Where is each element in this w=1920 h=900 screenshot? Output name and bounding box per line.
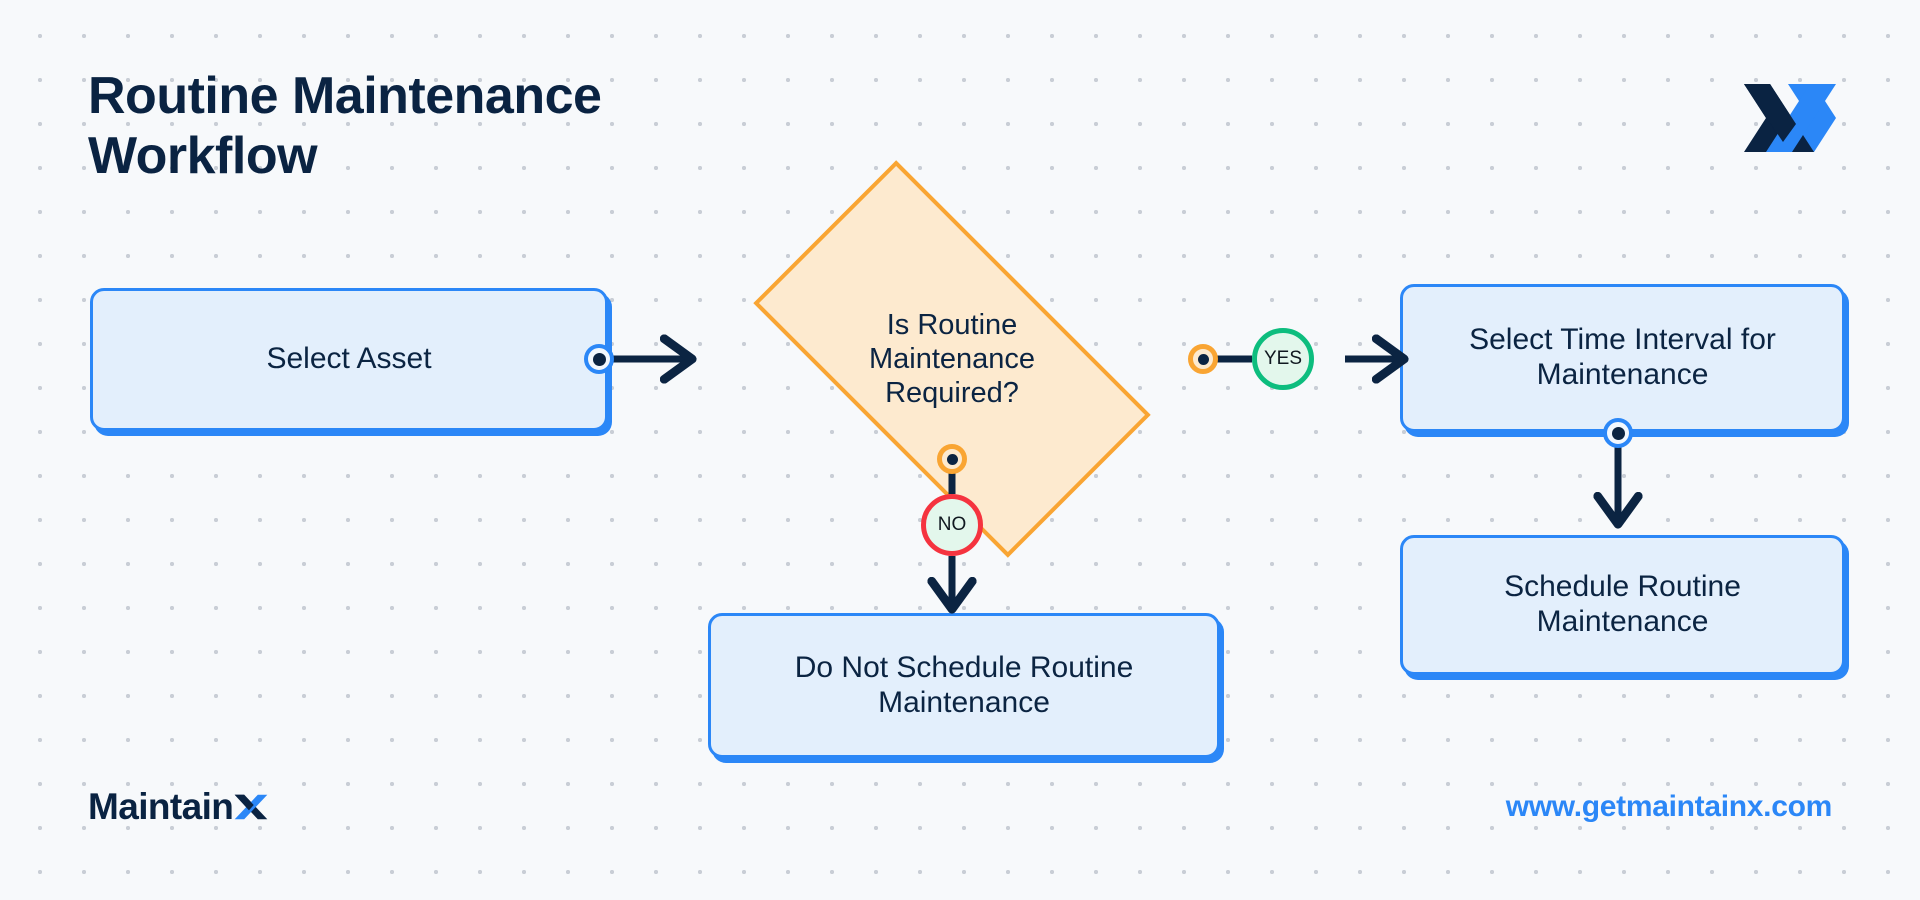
node-schedule-routine-maintenance[interactable]: Schedule Routine Maintenance bbox=[1400, 535, 1845, 675]
connector-dot-select-interval-bottom[interactable] bbox=[1603, 418, 1633, 448]
node-decision-label: Is Routine Maintenance Required? bbox=[868, 308, 1036, 410]
connector-dot-decision-bottom[interactable] bbox=[937, 444, 967, 474]
maintainx-x-logo-icon bbox=[234, 792, 268, 822]
node-schedule-routine-maintenance-label: Schedule Routine Maintenance bbox=[1504, 570, 1741, 638]
edge-label-yes: YES bbox=[1252, 328, 1314, 390]
connector-dot-decision-right[interactable] bbox=[1188, 344, 1218, 374]
node-is-routine-maintenance-required[interactable]: Is Routine Maintenance Required? bbox=[753, 160, 1151, 558]
page-title: Routine Maintenance Workflow bbox=[88, 67, 602, 186]
node-select-time-interval-label: Select Time Interval for Maintenance bbox=[1469, 323, 1776, 391]
site-url-link[interactable]: www.getmaintainx.com bbox=[1505, 790, 1833, 823]
maintainx-wordmark: Maintain bbox=[88, 786, 268, 828]
edge-label-yes-text: YES bbox=[1263, 348, 1303, 369]
node-do-not-schedule-label: Do Not Schedule Routine Maintenance bbox=[794, 650, 1134, 719]
maintainx-x-logo-icon bbox=[1740, 78, 1840, 158]
connector-dot-select-asset-right[interactable] bbox=[584, 344, 614, 374]
node-select-time-interval[interactable]: Select Time Interval for Maintenance bbox=[1400, 284, 1845, 432]
edge-label-no-text: NO bbox=[937, 514, 967, 535]
node-do-not-schedule[interactable]: Do Not Schedule Routine Maintenance bbox=[708, 613, 1220, 758]
wordmark-text: Maintain bbox=[88, 786, 234, 827]
node-select-asset-label: Select Asset bbox=[266, 342, 432, 376]
edge-label-no: NO bbox=[921, 494, 983, 556]
node-select-asset[interactable]: Select Asset bbox=[90, 288, 608, 431]
